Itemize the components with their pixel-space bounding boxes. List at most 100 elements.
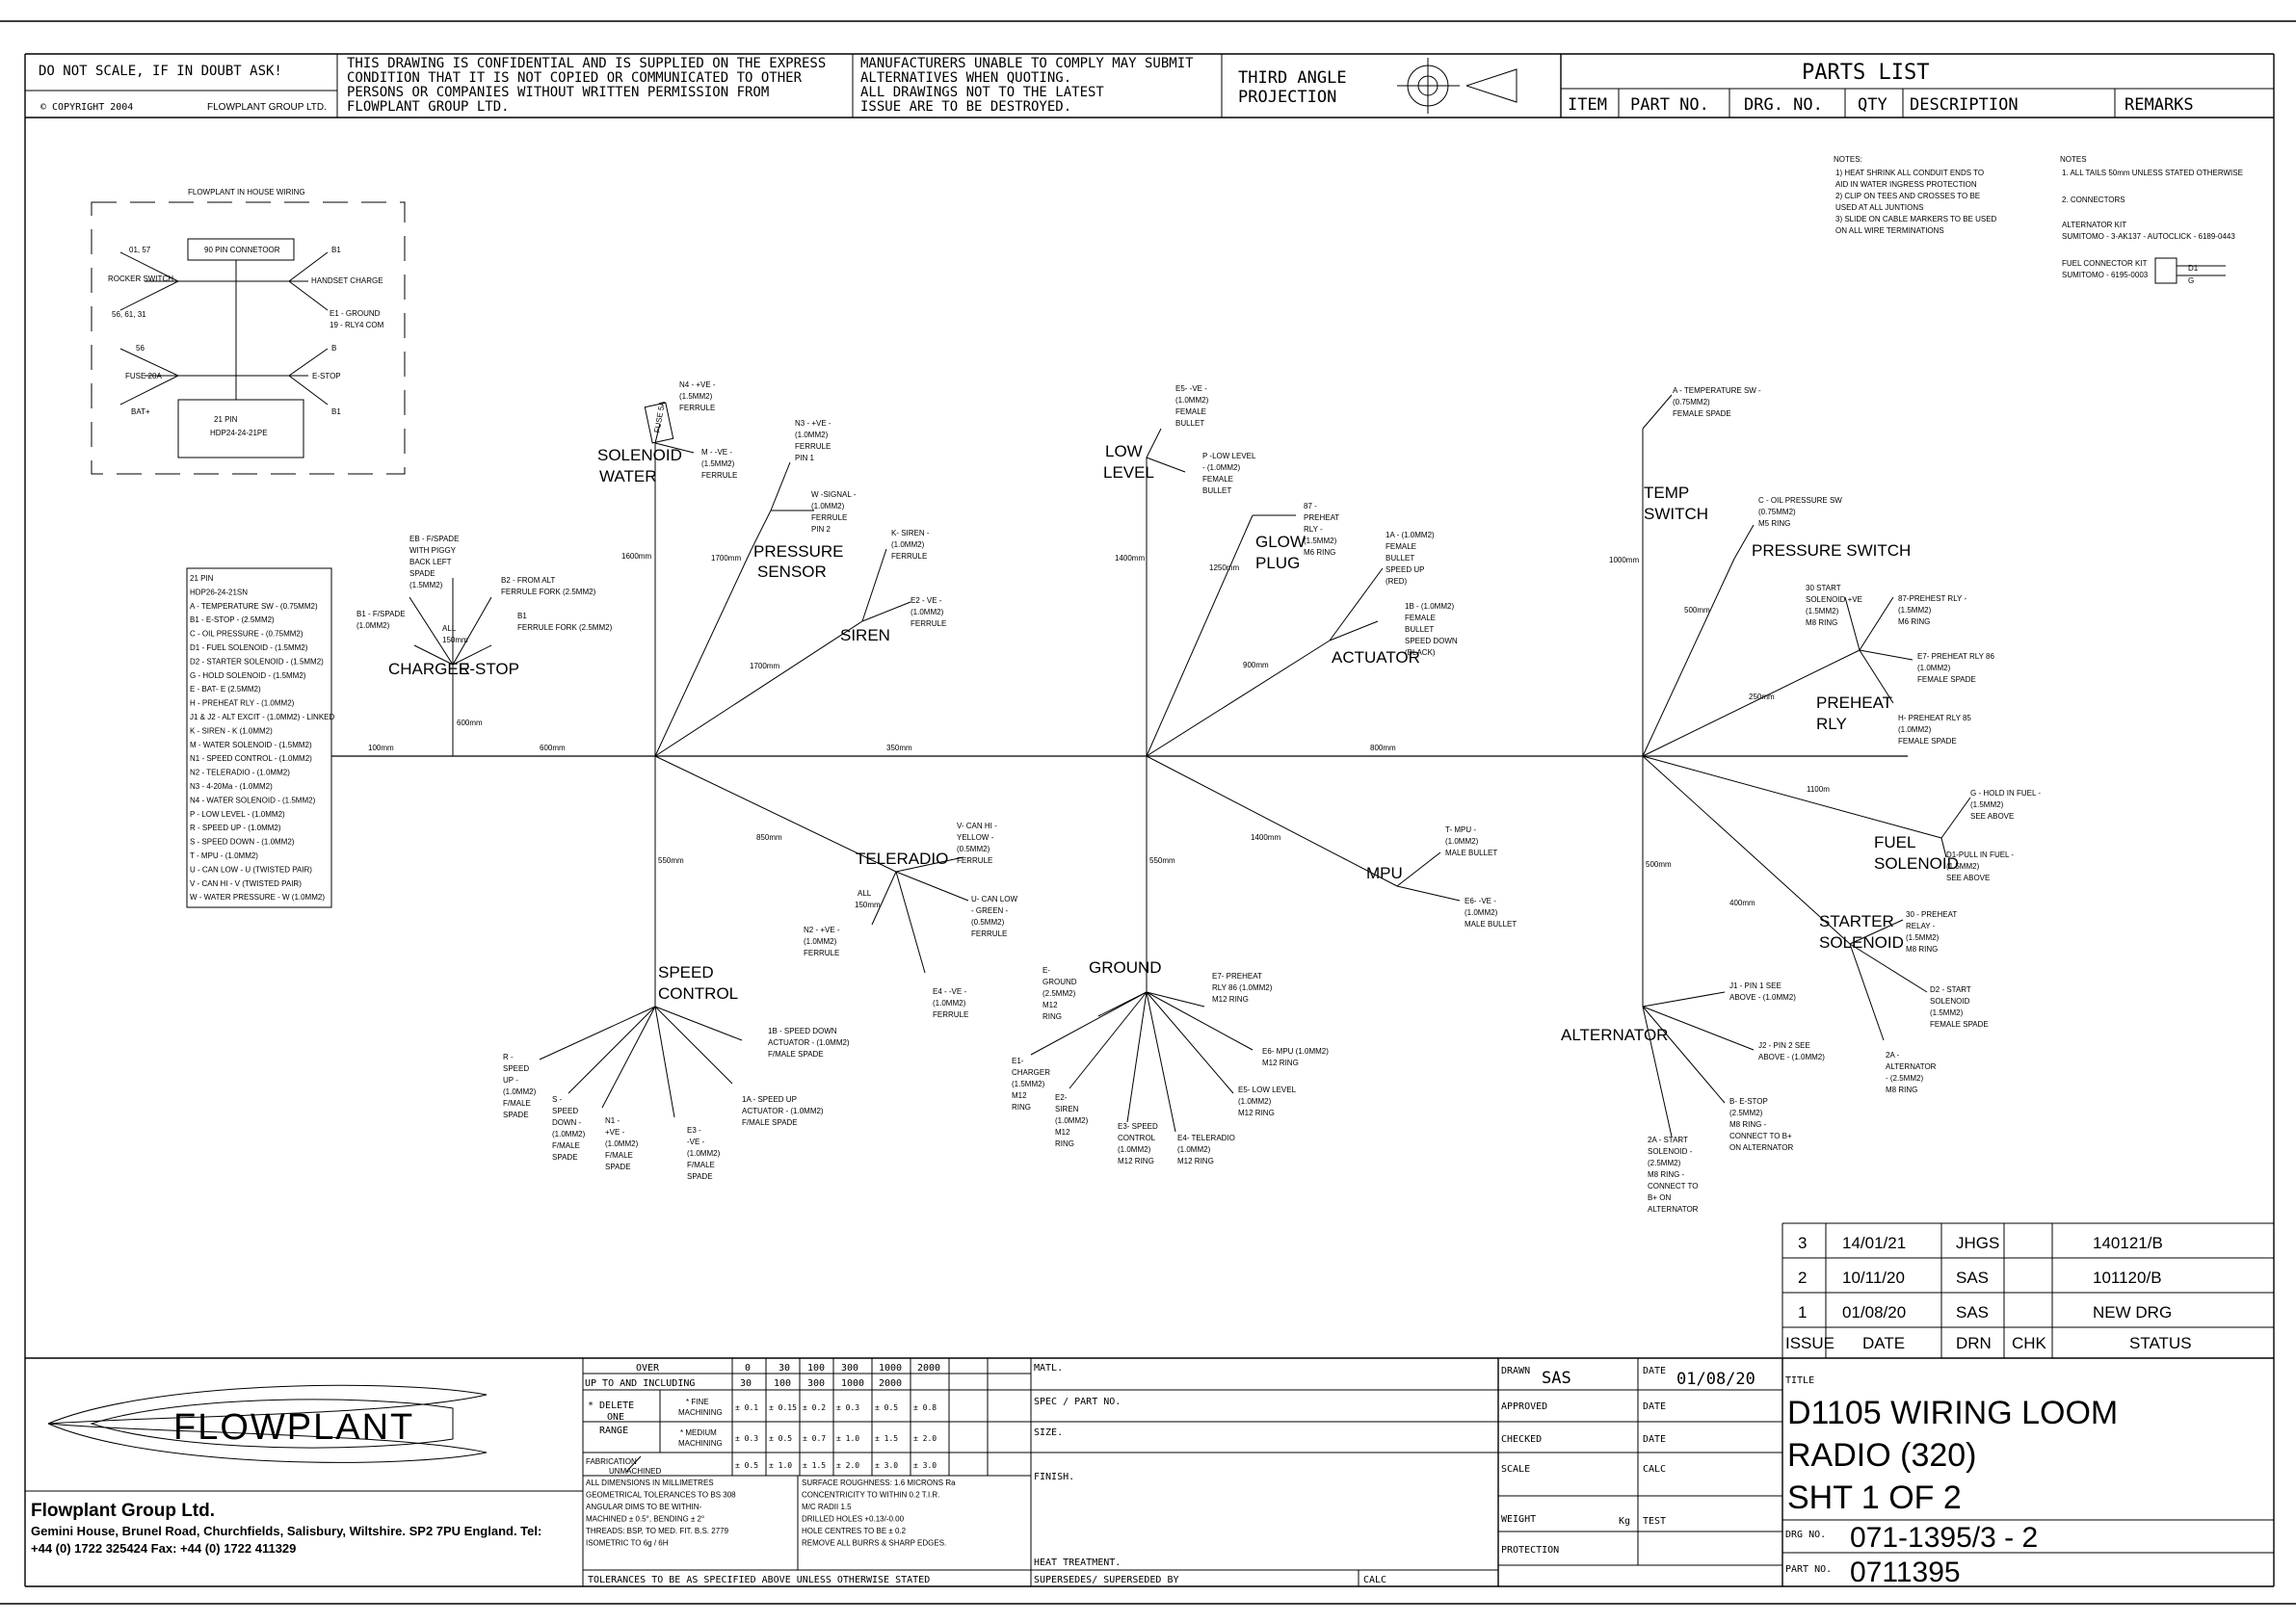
len-550b: 550mm: [1149, 856, 1175, 865]
svg-text:F/MALE SPADE: F/MALE SPADE: [742, 1118, 798, 1127]
notes-left: NOTES: 1) HEAT SHRINK ALL CONDUIT ENDS T…: [1834, 155, 1997, 235]
branch-right-upper: TEMP SWITCH A - TEMPERATURE SW - (0.75MM…: [1609, 386, 2041, 882]
svg-text:ABOVE - (1.0MM2): ABOVE - (1.0MM2): [1758, 1053, 1825, 1061]
label-fuel-solenoid: SOLENOID: [1874, 854, 1959, 873]
svg-text:M8 RING: M8 RING: [1886, 1086, 1917, 1094]
svg-text:FEMALE SPADE: FEMALE SPADE: [1673, 409, 1731, 418]
svg-text:S -: S -: [552, 1095, 563, 1104]
title-line-2: RADIO (320): [1787, 1437, 1977, 1474]
branch-solenoid-pressure-siren: FUSE 5A SOLENOID WATER N4 - +VE - (1.5MM…: [597, 380, 946, 757]
rev-cell: SAS: [1956, 1269, 1989, 1287]
label-rly: RLY: [1816, 715, 1847, 733]
svg-text:C - OIL PRESSURE SW: C - OIL PRESSURE SW: [1758, 496, 1842, 505]
notes-right: NOTES 1. ALL TAILS 50mm UNLESS STATED OT…: [2060, 155, 2243, 285]
calc-label: CALC: [1363, 1575, 1386, 1585]
fine-2: MACHINING: [678, 1408, 723, 1417]
len-400: 400mm: [1729, 899, 1755, 907]
tol-over-val: 1000: [879, 1363, 902, 1374]
svg-text:W -SIGNAL -: W -SIGNAL -: [811, 490, 857, 499]
finish-label: FINISH.: [1034, 1472, 1074, 1482]
svg-text:E1-: E1-: [1012, 1057, 1024, 1065]
tol-val: ± 0.5: [735, 1461, 758, 1470]
sheet-frame: [0, 20, 2296, 1605]
svg-text:SPEED UP: SPEED UP: [1386, 565, 1424, 574]
svg-text:RING: RING: [1042, 1012, 1062, 1021]
tol-over-label: OVER: [636, 1363, 660, 1374]
svg-text:1A - (1.0MM2): 1A - (1.0MM2): [1386, 531, 1435, 539]
svg-text:SEE ABOVE: SEE ABOVE: [1946, 874, 1990, 882]
approved-date-label: DATE: [1643, 1401, 1666, 1412]
svg-text:(1.0MM2): (1.0MM2): [811, 502, 845, 510]
svg-text:D2 - START: D2 - START: [1930, 985, 1971, 994]
svg-text:E7- PREHEAT RLY 86: E7- PREHEAT RLY 86: [1917, 652, 1994, 661]
manufacturers-line-3: ALL DRAWINGS NOT TO THE LATEST: [860, 85, 1104, 100]
pin-legend-line: B1 - E-STOP - (2.5MM2): [190, 615, 275, 624]
ih-l7: HANDSET CHARGE: [311, 276, 383, 285]
pin-legend-line: S - SPEED DOWN - (1.0MM2): [190, 838, 295, 847]
svg-text:BULLET: BULLET: [1405, 625, 1434, 634]
tol-val: ± 2.0: [836, 1461, 859, 1470]
matl-label: MATL.: [1034, 1363, 1063, 1374]
svg-text:DOWN -: DOWN -: [552, 1118, 582, 1127]
ih-l2: 56, 61, 31: [112, 310, 146, 319]
len-500a: 500mm: [1684, 606, 1710, 615]
svg-text:(1.0MM2): (1.0MM2): [910, 608, 944, 616]
drawn-label: DRAWN: [1501, 1366, 1530, 1376]
label-r: R - SPEED UP - (1.0MM2) F/MALE SPADE: [503, 1053, 537, 1119]
svg-text:E3 -: E3 -: [687, 1126, 701, 1135]
protection-label: PROTECTION: [1501, 1545, 1559, 1556]
label-ground: GROUND: [1089, 958, 1162, 977]
svg-text:(1.0MM2): (1.0MM2): [503, 1087, 537, 1096]
svg-text:U- CAN LOW: U- CAN LOW: [971, 895, 1017, 903]
svg-text:(2.5MM2): (2.5MM2): [1042, 989, 1076, 998]
delete-one-1: * DELETE: [588, 1400, 634, 1411]
label-actuator: ACTUATOR: [1332, 648, 1420, 667]
svg-text:A - TEMPERATURE SW -: A - TEMPERATURE SW -: [1673, 386, 1761, 395]
ih-l4: FUSE 20A: [125, 372, 162, 380]
delete-one-2: ONE: [607, 1412, 624, 1423]
manufacturers-line-4: ISSUE ARE TO BE DESTROYED.: [860, 99, 1071, 115]
branch-right-lower: 500mm ALTERNATOR J1 - PIN 1 SEE ABOVE - …: [1561, 755, 1989, 1214]
svg-text:J2 - PIN 2 SEE: J2 - PIN 2 SEE: [1758, 1041, 1810, 1050]
flowplant-logo: FLOWPLANT: [47, 1384, 488, 1463]
label-e7-ground: E7- PREHEAT RLY 86 (1.0MM2) M12 RING: [1212, 972, 1273, 1004]
svg-text:M12 RING: M12 RING: [1262, 1059, 1299, 1067]
ih-l6: B1: [331, 246, 341, 254]
svg-text:FEMALE: FEMALE: [1202, 475, 1233, 484]
svg-text:SPADE: SPADE: [605, 1163, 631, 1171]
label-g: G - HOLD IN FUEL - (1.5MM2) SEE ABOVE: [1970, 789, 2041, 821]
label-starter: STARTER: [1819, 912, 1894, 930]
tol-over-val: 2000: [917, 1363, 940, 1374]
pin-legend-line: W - WATER PRESSURE - W (1.0MM2): [190, 893, 325, 902]
pin-legend-box: [186, 567, 332, 908]
gen-left-line: ALL DIMENSIONS IN MILLIMETRES: [586, 1479, 714, 1487]
fab-2: UNMACHINED: [609, 1467, 661, 1476]
label-level: LEVEL: [1103, 463, 1154, 482]
company-phone: +44 (0) 1722 325424 Fax: +44 (0) 1722 41…: [31, 1541, 296, 1556]
svg-text:M12 RING: M12 RING: [1118, 1157, 1154, 1165]
label-speed: SPEED: [658, 963, 714, 982]
svg-text:M5 RING: M5 RING: [1758, 519, 1790, 528]
svg-text:F/MALE: F/MALE: [552, 1141, 580, 1150]
svg-text:E2-: E2-: [1055, 1093, 1068, 1102]
svg-text:ALTERNATOR: ALTERNATOR: [1648, 1205, 1699, 1214]
delete-one-3: RANGE: [599, 1426, 628, 1436]
tol-val: ± 1.0: [769, 1461, 792, 1470]
inhouse-title: FLOWPLANT IN HOUSE WIRING: [188, 188, 305, 196]
tol-upto-label: UP TO AND INCLUDING: [585, 1378, 695, 1389]
tol-upto-val: 100: [774, 1378, 791, 1389]
label-e6-ground: E6- MPU (1.0MM2) M12 RING: [1262, 1047, 1329, 1067]
len-1000: 1000mm: [1609, 556, 1639, 564]
svg-text:CHARGER: CHARGER: [1012, 1068, 1050, 1077]
company-address: Gemini House, Brunel Road, Churchfields,…: [31, 1524, 541, 1538]
label-k: K- SIREN - (1.0MM2) FERRULE: [891, 529, 930, 561]
svg-text:(0.5MM2): (0.5MM2): [971, 918, 1005, 927]
branch-teleradio-speed: 850mm TELERADIO ALL 150mm V- CAN HI - YE…: [503, 755, 1017, 1181]
label-teleradio: TELERADIO: [856, 850, 948, 868]
rev-cell: 3: [1798, 1234, 1807, 1252]
supersedes-label: SUPERSEDES/ SUPERSEDED BY: [1034, 1575, 1179, 1585]
drawing-title: TITLE D1105 WIRING LOOM RADIO (320) SHT …: [1782, 1375, 2274, 1588]
ih-l12: B1: [331, 407, 341, 416]
label-sensor: SENSOR: [757, 563, 827, 581]
